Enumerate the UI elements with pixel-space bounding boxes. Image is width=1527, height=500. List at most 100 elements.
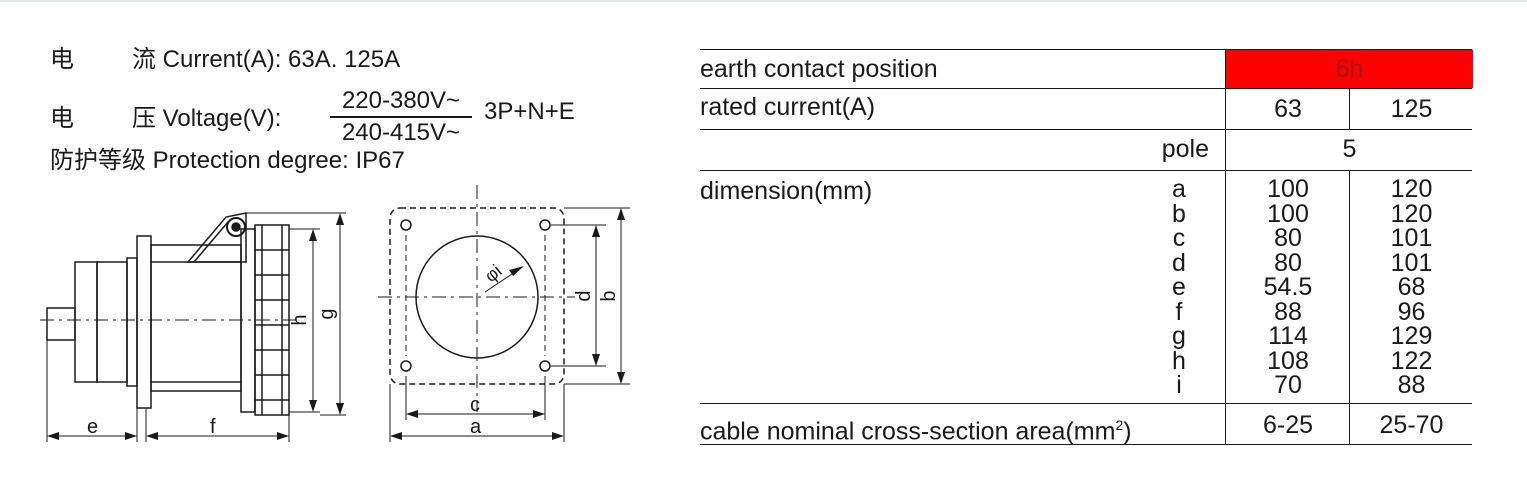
dim-letter: d (1172, 248, 1186, 277)
arrow (617, 208, 625, 220)
gland-body (96, 261, 128, 383)
arrow (309, 229, 317, 241)
screw-hole (400, 360, 412, 372)
dimension-label-cell: dimension(mm) a b c d e f g h i (700, 171, 1225, 403)
dimension-values-125: 120 120 101 101 68 96 129 122 88 (1350, 177, 1473, 398)
dim-value: 68 (1397, 273, 1426, 301)
mounting-flange (136, 235, 152, 409)
gland-nut (74, 261, 98, 383)
spec-current-cn1: 电 (50, 46, 74, 73)
lid-edge (193, 221, 229, 263)
lid-hinge-pin (231, 222, 241, 232)
dim-value: 88 (1397, 371, 1426, 399)
cable-value-2: 25-70 (1379, 411, 1444, 439)
earth-value-cell: 6h (1225, 50, 1473, 88)
fraction-bar (330, 116, 472, 118)
dim-letter: e (1172, 273, 1186, 301)
row-cable-area: cable nominal cross-section area(mm2) 6-… (700, 403, 1472, 445)
dim-value: 108 (1267, 346, 1309, 375)
screw-hole (539, 360, 551, 372)
spec-protection-cn: 防护等级 (50, 147, 146, 174)
dimension-drawing: e f h g c a d b φi (40, 185, 630, 442)
cable-label-close: ) (1123, 417, 1132, 446)
arrow (552, 432, 564, 440)
arrow (509, 266, 524, 276)
dimension-label: dimension(mm) (700, 177, 873, 205)
spec-current-label: Current(A): 63A. 125A (162, 46, 401, 73)
label-e: e (87, 416, 98, 438)
cable-gland-tip (46, 307, 76, 341)
dim-value: 120 (1390, 199, 1433, 228)
dimension-letters: a b c d e f g h i (1166, 177, 1192, 398)
arrow (533, 410, 545, 418)
pole-value: 5 (1342, 135, 1357, 163)
voltage-upper: 220-380V~ (341, 87, 461, 114)
front-view (378, 185, 630, 442)
dim-letter: c (1172, 224, 1186, 252)
cable-label: cable nominal cross-section area(mm2) (700, 411, 1132, 445)
spec-protection: 防护等级 Protection degree: IP67 (50, 147, 405, 175)
cable-63-cell: 6-25 (1225, 404, 1350, 444)
voltage-suffix: 3P+N+E (484, 98, 575, 125)
dimension-col-125: 120 120 101 101 68 96 129 122 88 (1349, 171, 1473, 403)
label-a: a (470, 416, 482, 438)
voltage-lower: 240-415V~ (341, 118, 461, 146)
cable-label-sup: 2 (1115, 417, 1124, 433)
cable-125-cell: 25-70 (1349, 404, 1473, 444)
arrow (406, 410, 418, 418)
arrow (336, 403, 344, 415)
arrow (617, 372, 625, 384)
dim-value: 129 (1390, 322, 1433, 350)
rated-value-1: 63 (1274, 95, 1302, 123)
arrow (336, 213, 344, 225)
dim-value: 54.5 (1263, 273, 1313, 301)
spec-protection-label: Protection degree: IP67 (152, 147, 405, 174)
arrow (277, 432, 289, 440)
dim-letter: a (1172, 175, 1186, 203)
dim-value: 96 (1397, 297, 1426, 326)
dim-value: 101 (1390, 224, 1433, 252)
label-g: g (316, 308, 338, 319)
dim-value: 114 (1268, 322, 1308, 350)
spec-current: 电 流 Current(A): 63A. 125A (50, 46, 400, 74)
dim-value: 100 (1267, 199, 1309, 228)
gland-ring (126, 257, 138, 387)
rated-125-cell: 125 (1349, 89, 1473, 129)
earth-label-cell: earth contact position (700, 50, 1225, 88)
rated-63-cell: 63 (1225, 89, 1350, 129)
dim-value: 100 (1267, 175, 1309, 203)
cable-value-1: 6-25 (1262, 411, 1314, 439)
spec-voltage-text: Voltage(V): (162, 105, 282, 132)
dim-value: 120 (1390, 175, 1433, 203)
spec-current-cn2: 流 (132, 46, 156, 73)
label-c: c (470, 394, 480, 416)
pole-label: pole (1161, 135, 1209, 163)
voltage-fraction: 220-380V~ 240-415V~ (326, 88, 476, 146)
cable-label-text: cable nominal cross-section area(mm (700, 417, 1116, 446)
label-d: d (573, 290, 595, 301)
dim-value: 88 (1274, 297, 1302, 326)
arrow (390, 432, 402, 440)
dim-letter: b (1172, 199, 1186, 228)
row-earth-contact: earth contact position 6h (700, 49, 1473, 88)
arrow (47, 432, 59, 440)
earth-value: 6h (1335, 55, 1364, 83)
row-rated-current: rated current(A) 63 125 (700, 88, 1472, 129)
dim-value: 70 (1274, 371, 1302, 399)
dim-letter: h (1172, 346, 1186, 375)
label-f: f (210, 416, 216, 438)
rated-label-cell: rated current(A) (700, 89, 1225, 129)
spec-voltage-cn1: 电 (50, 105, 74, 132)
row-pole: pole 5 (700, 129, 1472, 170)
earth-label: earth contact position (700, 55, 938, 83)
lid-hinge (226, 217, 246, 237)
arrow (309, 400, 317, 412)
screw-hole (539, 219, 551, 231)
label-h: h (289, 314, 311, 325)
arrow (592, 354, 600, 366)
dim-value: 80 (1274, 248, 1302, 277)
dim-letter: i (1176, 371, 1182, 399)
side-view (40, 212, 346, 442)
spec-voltage-cn2: 压 (132, 105, 156, 132)
arrow (592, 225, 600, 237)
